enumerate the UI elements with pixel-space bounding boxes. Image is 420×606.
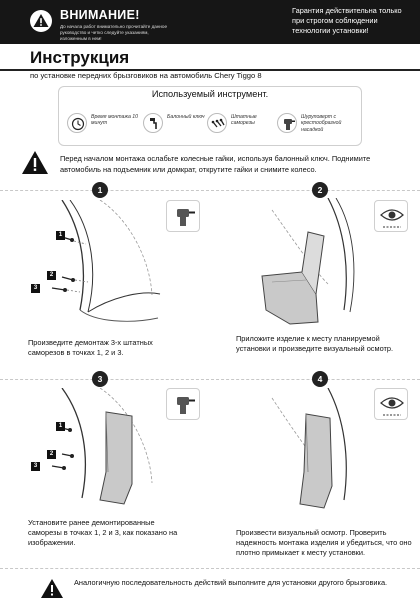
screwdriver-icon [177,209,195,226]
section-divider [0,568,420,569]
step-2-text: Приложите изделие к месту планируемой ус… [236,334,394,353]
eye-icon [380,209,404,228]
inspect-hint-box [374,200,408,232]
screwdriver-hint-box [166,200,200,232]
point-marker: 1 [56,231,65,240]
step-1-text: Произведите демонтаж 3-х штатных саморез… [28,338,153,357]
step-3-illustration [40,388,190,512]
title-divider [0,69,420,71]
caution-icon [20,149,50,182]
inspect-hint-box [374,388,408,420]
clock-icon [67,113,87,133]
eye-icon [380,397,404,416]
step-2-illustration [232,198,392,330]
warning-icon [30,10,52,32]
point-marker: 3 [31,284,40,293]
point-marker: 3 [31,462,40,471]
section-divider [0,190,420,191]
point-marker: 1 [56,422,65,431]
step-badge: 1 [92,182,108,198]
step-badge: 2 [312,182,328,198]
screwdriver-icon [177,397,195,414]
section-divider [0,379,420,380]
warning-banner: ВНИМАНИЕ! До начала работ внимательно пр… [0,0,420,44]
screws-icon [207,113,227,133]
point-marker: 2 [47,271,56,280]
point-marker: 2 [47,450,56,459]
page-title: Инструкция [30,48,130,67]
guarantee-note: Гарантия действительна только при строго… [292,6,402,35]
page-subtitle: по установке передних брызговиков на авт… [30,71,262,80]
step-4-illustration [232,388,392,518]
step-3-text: Установите ранее демонтированные саморез… [28,518,178,547]
screwdriver-icon [277,113,297,133]
step-badge: 3 [92,371,108,387]
warning-title: ВНИМАНИЕ! [60,8,140,22]
warning-note: До начала работ внимательно прочитайте д… [60,24,168,41]
tool-label: Время монтажа 10 минут [91,114,139,127]
tool-label: Шуруповерт с крестообразной насадкой [301,114,342,133]
tool-label: Балонный ключ [167,114,205,120]
wrench-icon [143,113,163,133]
step-badge: 4 [312,371,328,387]
step-4-text: Произвести визуальный осмотр. Проверить … [236,528,412,557]
tool-label: Штатные саморезы [231,114,257,127]
step-1-illustration [40,200,190,330]
screwdriver-hint-box [166,388,200,420]
caution-text: Перед началом монтажа ослабьте колесные … [60,154,371,174]
caution-icon [40,578,64,605]
tools-panel: Используемый инструмент. Время монтажа 1… [58,86,362,146]
tools-heading: Используемый инструмент. [151,89,269,99]
footer-note: Аналогичную последовательность действий … [74,578,388,587]
